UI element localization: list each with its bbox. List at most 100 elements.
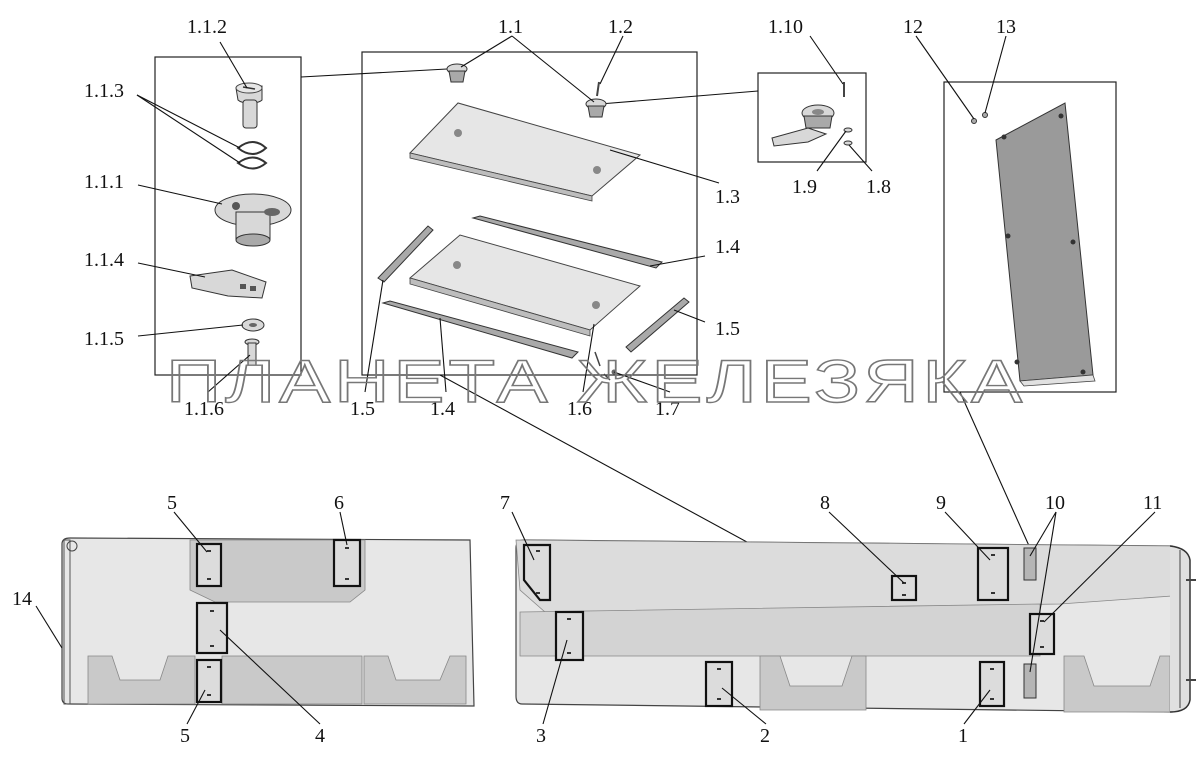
- label-9: 9: [936, 492, 946, 514]
- hatch-5-bottom: [195, 658, 223, 704]
- leader-line: [186, 689, 206, 725]
- label-1-10: 1.10: [768, 16, 803, 38]
- washer-1-1-5: [241, 318, 265, 332]
- leader-line: [582, 323, 595, 393]
- leader-line: [848, 144, 873, 172]
- seal-strip-1-4-lower: [381, 300, 579, 359]
- hatch-cover-edge: [409, 152, 593, 202]
- label-1-1-5: 1.1.5: [84, 328, 124, 350]
- bolt-12: [971, 118, 977, 124]
- seal-strip-1-5-right: [625, 297, 690, 353]
- detail-box-lock-detail: [757, 72, 867, 163]
- label-1-1-1: 1.1.1: [84, 171, 124, 193]
- connector-line: [599, 90, 759, 105]
- leader-line: [599, 35, 624, 85]
- leader-line: [364, 279, 384, 393]
- label-12: 12: [903, 16, 923, 38]
- hole: [592, 301, 600, 309]
- lock-body-1-1-1: [214, 193, 292, 247]
- hole: [593, 166, 601, 174]
- label-1-1-6: 1.1.6: [184, 398, 224, 420]
- hole: [454, 129, 462, 137]
- seal-strip-1-5-left: [377, 225, 434, 283]
- label-1-4-bottom: 1.4: [430, 398, 455, 420]
- panels-10: [1023, 547, 1037, 699]
- leader-line: [137, 262, 206, 278]
- watermark-text: ПЛАНЕТА ЖЕЛЕЗЯКА: [166, 348, 1026, 415]
- leader-line-panel-to-10: [959, 391, 1031, 549]
- leader-line: [136, 94, 241, 149]
- seal-rings-1-1-3: [236, 141, 268, 170]
- screw-1-2: [596, 81, 600, 97]
- label-1-1-2: 1.1.2: [187, 16, 227, 38]
- label-5-bottom: 5: [180, 725, 190, 747]
- panel-part: [995, 102, 1094, 382]
- leader-line: [915, 35, 975, 120]
- seal-strip-1-4-upper: [471, 215, 663, 269]
- detail-box-hatch-assembly: [361, 51, 698, 376]
- label-1-7: 1.7: [655, 398, 680, 420]
- label-6: 6: [334, 492, 344, 514]
- hatch-3: [554, 610, 585, 662]
- label-2: 2: [760, 725, 770, 747]
- leader-line: [35, 605, 63, 649]
- leader-line: [137, 324, 244, 337]
- leader-line: [649, 255, 706, 267]
- label-1-5-right: 1.5: [715, 318, 740, 340]
- label-1-1-4: 1.1.4: [84, 249, 124, 271]
- leader-line: [1043, 511, 1156, 623]
- leader-line: [439, 317, 447, 393]
- leader-line: [673, 309, 706, 323]
- hatch-7: [522, 543, 552, 602]
- label-1-6: 1.6: [567, 398, 592, 420]
- lock-1-1-top-right: [585, 98, 607, 118]
- label-10: 10: [1045, 492, 1065, 514]
- leader-line: [816, 130, 847, 172]
- leader-line: [173, 511, 208, 553]
- label-1-4-right: 1.4: [715, 236, 740, 258]
- connector-line: [300, 68, 448, 78]
- fastener-1-6: [594, 351, 611, 381]
- leader-line: [828, 511, 905, 584]
- leader-line: [809, 35, 844, 85]
- hatch-6: [332, 538, 362, 588]
- label-1: 1: [958, 725, 968, 747]
- label-7: 7: [500, 492, 510, 514]
- leader-line: [944, 511, 991, 561]
- label-4: 4: [315, 725, 325, 747]
- label-1-2: 1.2: [608, 16, 633, 38]
- leader-line: [984, 35, 1007, 114]
- floor-plan-front: [61, 537, 475, 707]
- leader-line: [609, 149, 720, 184]
- label-1-3: 1.3: [715, 186, 740, 208]
- hatch-9: [976, 546, 1010, 602]
- panel-bolts: [1001, 113, 1086, 375]
- hatch-4: [195, 601, 229, 655]
- leader-line: [207, 354, 251, 393]
- leader-line: [219, 41, 248, 89]
- label-14: 14: [12, 588, 32, 610]
- label-1-1: 1.1: [498, 16, 523, 38]
- latch-tongue-1-1-4: [189, 269, 267, 299]
- leader-line: [511, 35, 595, 103]
- lock-1-1-top-left: [446, 63, 468, 83]
- hatch-8: [890, 574, 918, 602]
- washer-13: [982, 112, 988, 118]
- leader-line: [511, 511, 535, 561]
- leader-line: [542, 639, 568, 725]
- leader-line: [137, 184, 223, 205]
- leader-line: [721, 687, 767, 725]
- lock-cylinder-1-1-2: [235, 82, 263, 129]
- label-3: 3: [536, 725, 546, 747]
- hatch-2: [704, 660, 734, 708]
- lock-detail-assembly: [771, 82, 853, 147]
- screw-1-1-6: [244, 338, 260, 366]
- label-8: 8: [820, 492, 830, 514]
- label-1-5-left: 1.5: [350, 398, 375, 420]
- leader-line: [136, 94, 241, 164]
- label-1-9: 1.9: [792, 176, 817, 198]
- leader-line: [963, 689, 991, 725]
- leader-line: [1029, 511, 1057, 557]
- leader-line: [1029, 511, 1057, 673]
